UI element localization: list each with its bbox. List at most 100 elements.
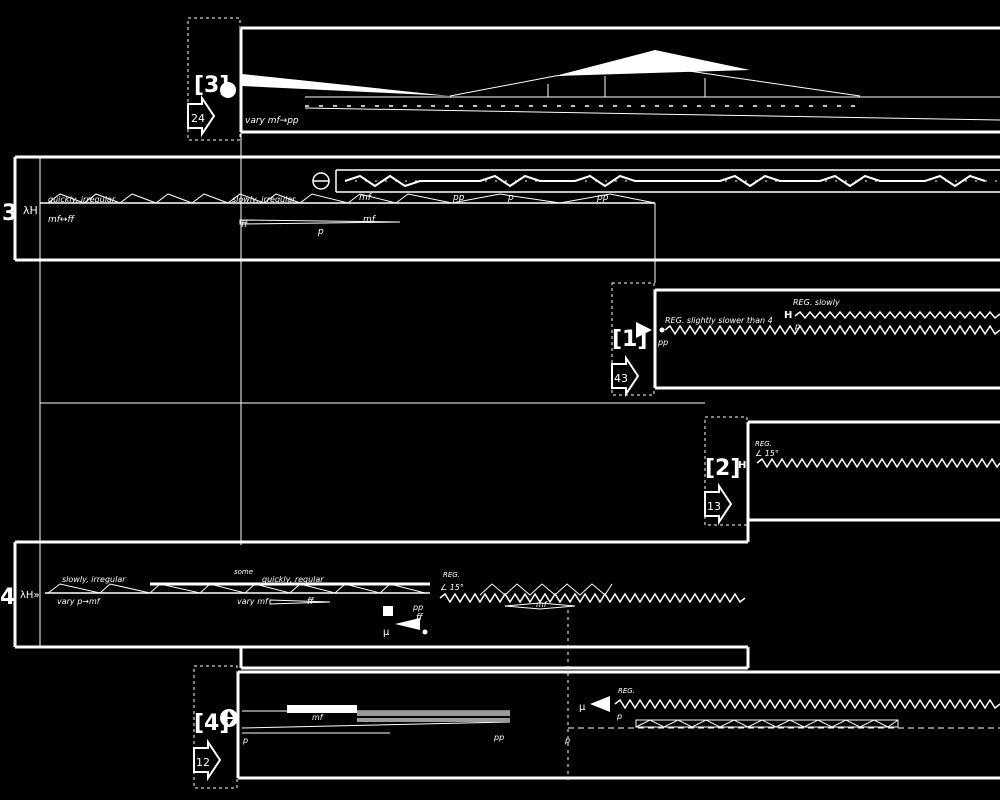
dynamic-text: p (564, 736, 570, 745)
tempo-text: quickly, irregular (48, 195, 116, 204)
wave-line (614, 698, 1000, 710)
tempo-text: REG. slightly slower than 4 (665, 316, 773, 325)
instrument-symbol: μ (579, 702, 586, 713)
wave-line (439, 592, 746, 604)
wedge-shape (242, 74, 450, 96)
irregular-steps (47, 193, 656, 204)
square-symbol (383, 606, 393, 616)
start-dot (659, 327, 665, 333)
dynamic-text: ff (307, 597, 315, 607)
instrument-symbol: μ (383, 627, 390, 638)
circle-symbol (220, 82, 236, 98)
diagonal-line (304, 107, 1000, 121)
triangle-up (225, 711, 233, 717)
entry-arrow-shape (704, 482, 733, 526)
entry-bracket: [3] (194, 73, 229, 98)
staff-bottom (193, 665, 1000, 789)
entry-arrow-shape (187, 94, 216, 138)
diagonal-line (241, 721, 511, 729)
staff-number: 4 (0, 585, 15, 610)
entry-arrow-shape (193, 738, 222, 782)
tempo-text: REG. (618, 687, 635, 695)
wave-line (664, 324, 1000, 336)
entry-box (187, 17, 241, 141)
dynamic-text: p (507, 193, 514, 203)
staff-4-lower (239, 647, 750, 670)
entry-marker-1: [1] 43 (611, 327, 647, 398)
dynamic-text: pp (493, 733, 504, 742)
staff-3 (13, 155, 1000, 283)
tempo-text: quickly, regular (262, 575, 324, 584)
dynamic-text: p (317, 227, 324, 237)
grey-band (357, 711, 510, 716)
entry-marker-2: [2] 13 (704, 456, 740, 526)
tempo-text: slowly, irregular (62, 575, 126, 584)
triangle-down (225, 719, 233, 725)
staff-top (187, 17, 1000, 141)
dynamic-text: p (616, 712, 622, 721)
entry-arrow-number: 24 (191, 112, 205, 125)
dynamic-text: pp (412, 603, 423, 612)
tempo-text: REG. slowly (793, 298, 840, 307)
dynamic-text: mf (359, 193, 373, 203)
entry-bracket: [4] (194, 711, 229, 736)
dynamic-text: vary p→mf (57, 597, 101, 606)
staff-4 (13, 520, 750, 780)
dynamic-text: mf↔ff (48, 215, 75, 225)
hairpin (269, 599, 331, 605)
dynamic-text: ff (416, 613, 424, 623)
staff-number: 3 (2, 201, 17, 226)
instrument-symbol: λH» (20, 590, 40, 601)
wave-line (794, 310, 1000, 320)
hairpin (504, 602, 576, 610)
double-triangle-symbol (220, 709, 238, 727)
dynamic-text: mf (536, 600, 548, 609)
tempo-text: REG. (443, 571, 460, 579)
dynamic-text: vary mf→pp (245, 116, 299, 126)
entry-arrow-shape (611, 354, 640, 398)
dynamic-text: pp (657, 338, 668, 347)
entry-arrow-number: 43 (614, 372, 628, 385)
wave-line (756, 457, 1000, 469)
band (635, 719, 899, 728)
top-staff-graphics (220, 50, 1000, 121)
start-dot (422, 629, 428, 635)
grey-band (357, 718, 510, 722)
entry-arrow-number: 13 (707, 500, 721, 513)
dynamic-text: p (242, 736, 248, 745)
annotation-text: some (234, 568, 253, 576)
solid-bar (287, 705, 357, 713)
instrument-symbol: λH (23, 204, 38, 217)
attack-wedge (636, 322, 652, 338)
entry-bracket: [1] (612, 327, 647, 352)
entry-box (611, 282, 655, 396)
dynamic-text: mf (312, 713, 324, 722)
attack-wedge (395, 618, 420, 630)
dynamic-text: ff (241, 220, 249, 230)
instrument-symbol: H (784, 310, 792, 321)
dynamic-text: mf (363, 215, 377, 225)
peak-shape (555, 50, 750, 76)
angle-text: ∠ 15° (755, 449, 779, 458)
guide-lines (39, 130, 705, 545)
tempo-text: slowly, irregular (232, 195, 296, 204)
dynamic-text: p (794, 322, 800, 331)
zigzag-line (635, 719, 899, 728)
angle-text: ∠ 15° (440, 583, 464, 592)
instrument-symbol: H (738, 460, 746, 471)
irregular-steps (47, 583, 426, 594)
contour-line (449, 65, 861, 97)
hairpin (239, 219, 401, 225)
staff-1 (611, 282, 1000, 396)
staff-2 (704, 416, 1000, 526)
entry-marker-4: [4] 12 (193, 711, 229, 782)
dynamic-text: vary mf (237, 597, 269, 606)
entry-arrow-number: 12 (196, 756, 210, 769)
tempo-text: REG. (755, 440, 772, 448)
entry-box (704, 416, 748, 526)
dynamic-text: pp (596, 193, 609, 203)
attack-wedge (590, 696, 610, 712)
irregular-steps (479, 583, 613, 596)
entry-bracket: [2] (705, 456, 740, 481)
